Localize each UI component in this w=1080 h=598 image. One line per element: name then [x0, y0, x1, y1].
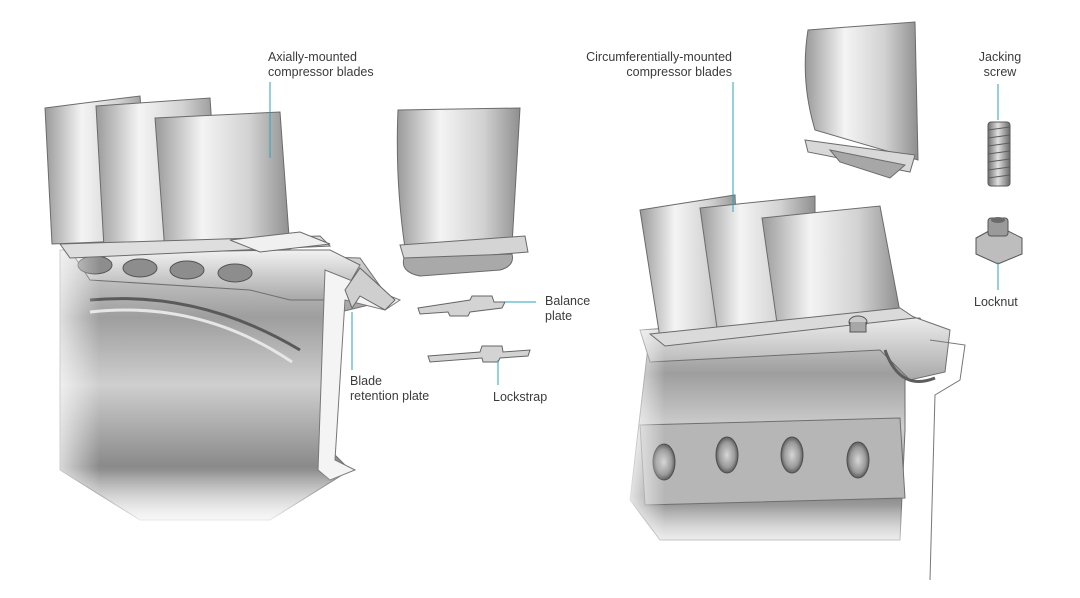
label-axial-blades: Axially-mounted compressor blades: [268, 50, 374, 79]
axial-blade-row: [44, 95, 332, 259]
circumferential-blade-row: [639, 194, 917, 347]
locknut-shape: [975, 217, 1023, 265]
left-disc: [40, 240, 402, 530]
label-blade-retention-plate: Blade retention plate: [350, 374, 430, 403]
right-disc: [620, 300, 966, 581]
jacking-screw-shape: [987, 121, 1011, 187]
label-lockstrap: Lockstrap: [493, 390, 548, 404]
blade-retention-plate-shape: [344, 267, 396, 311]
single-axial-blade: [396, 107, 529, 277]
leader-lines: [269, 82, 999, 385]
single-circumferential-blade: [804, 21, 919, 179]
label-balance-plate: Balance plate: [545, 294, 591, 323]
balance-plate-shape: [417, 295, 506, 317]
label-locknut: Locknut: [974, 295, 1018, 309]
label-circumferential-blades: Circumferentially-mounted compressor bla…: [586, 50, 732, 79]
lockstrap-shape: [427, 345, 531, 363]
label-jacking-screw: Jacking screw: [978, 50, 1022, 79]
